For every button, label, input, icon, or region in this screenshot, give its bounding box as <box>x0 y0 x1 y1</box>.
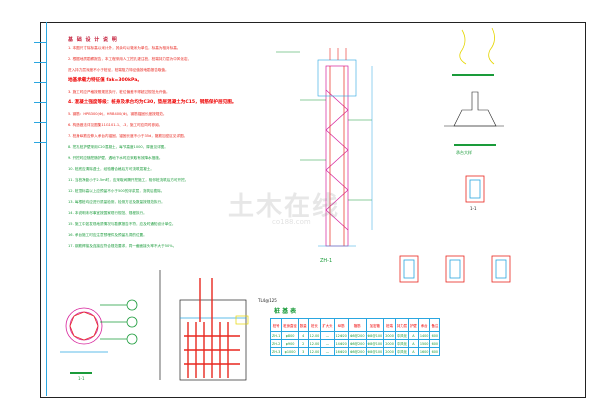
notes-title: 基 础 设 计 说 明 <box>68 37 118 43</box>
table-cell: 12.00 <box>307 331 322 340</box>
table-cell: 2000 <box>383 331 396 340</box>
table-cell: 12.00 <box>307 347 322 356</box>
table-cell: 600 <box>429 339 441 348</box>
table-header-row: 桩号桩身直径数量桩长扩大头纵筋箍筋加密箍桩端持力层护壁承台备注 <box>269 318 441 332</box>
pile-ring-section <box>60 299 138 353</box>
table-cell: — <box>320 347 335 356</box>
table-cell: 600 <box>429 347 441 356</box>
note-line: 9. 开挖时应随挖随护壁，遇地下水时应采取有效降水措施。 <box>68 156 163 160</box>
note-line: 4. 混凝土强度等级：桩身及承台均为C30，垫层混凝土为C15，钢筋保护层见图。 <box>68 100 237 105</box>
table-cell: 16Φ20 <box>333 347 349 356</box>
section-3 <box>445 255 465 283</box>
table-cell: 中风化 <box>394 331 410 340</box>
note-line: 10. 桩底应清除虚土，经验槽合格后方可浇筑混凝土。 <box>68 167 154 171</box>
table-cell: A <box>408 339 419 348</box>
table-cell: Φ8@100 <box>365 331 385 340</box>
note-line: 进入持力层深度不小于桩径，桩端阻力特征值按地勘报告取值。 <box>68 68 169 72</box>
section-4 <box>491 255 511 283</box>
table-cell: — <box>320 331 335 340</box>
pile-cap-detail <box>159 270 249 381</box>
cap-label: TL4@125 <box>258 298 277 303</box>
section-2 <box>399 255 419 283</box>
note-line: 17. 钢筋焊接及连接应符合规范要求，同一截面接头率不大于50%。 <box>68 244 177 248</box>
table-cell: 2 <box>297 339 309 348</box>
note-line: 5. 钢筋：HPB300(Φ)，HRB400(Φ)，钢筋锚固长度按规范。 <box>68 112 167 116</box>
table-header-cell: 备注 <box>429 318 441 332</box>
table-cell: 600 <box>429 331 441 340</box>
table-cell: ZH-3 <box>269 347 283 356</box>
table-cell: ZH-2 <box>269 339 283 348</box>
pile-tip-sketch <box>459 27 495 65</box>
note-line: 12. 桩顶标高以上应预留不小于500的浮浆层，浇筑后凿除。 <box>68 189 165 193</box>
table-cell: 中风化 <box>394 339 410 348</box>
pile-table-title: 桩 基 表 <box>274 308 297 315</box>
table-header-cell: 桩长 <box>307 318 322 332</box>
table-header-cell: 桩端 <box>383 318 396 332</box>
note-line: 13. 每根桩均应进行质量检测，检测方法及数量按规范执行。 <box>68 200 165 204</box>
note-line: 7. 桩身纵筋应伸入承台内锚固，锚固长度不小于35d，箍筋加密区见详图。 <box>68 134 188 138</box>
table-cell: φ1000 <box>281 347 299 356</box>
pile-elevation <box>325 65 349 247</box>
ring-label: 1-1 <box>78 376 85 381</box>
table-cell: A <box>408 347 419 356</box>
note-line: 14. 本说明未尽事宜按国家现行规范、规程执行。 <box>68 211 147 215</box>
pile-bottom-detail <box>444 91 504 127</box>
section-label: 1-1 <box>470 206 477 211</box>
table-header-cell: 加密箍 <box>365 318 385 332</box>
section-1 <box>465 175 485 203</box>
elevation-title: ZH-1 <box>320 258 333 264</box>
table-header-cell: 扩大头 <box>320 318 335 332</box>
table-cell: Φ8@200 <box>347 331 367 340</box>
note-line: 16. 承台施工时应注意预埋件及预留孔洞的位置。 <box>68 233 147 237</box>
note-line: 6. 构造做法详见图集11G101-1、-3，施工时应同时参阅。 <box>68 123 163 127</box>
table-header-cell: 数量 <box>297 318 309 332</box>
table-cell: ZH-1 <box>269 331 283 340</box>
title-block-strip <box>34 22 47 396</box>
table-cell: 12Φ20 <box>333 331 349 340</box>
pile-head <box>317 48 357 97</box>
watermark-sub: co188.com <box>272 218 311 226</box>
note-line: 3. 施工时应严格按照规范执行，桩位偏差不得超过规范允许值。 <box>68 90 170 94</box>
table-header-cell: 箍筋 <box>347 318 367 332</box>
table-cell: 3 <box>297 347 309 356</box>
detail-title: 承台大样 <box>456 150 472 155</box>
table-cell: 12.00 <box>307 339 322 348</box>
note-line: 11. 当桩净距小于2.5m时，应采取间隔开挖施工，相邻桩浇筑后方可开挖。 <box>68 178 189 182</box>
note-line: 2. 根据地质勘察报告，本工程采用人工挖孔灌注桩，桩端持力层为中风化岩， <box>68 57 192 61</box>
table-header-cell: 护壁 <box>408 318 419 332</box>
table-cell: 1600 <box>417 347 431 356</box>
table-cell: φ800 <box>281 331 299 340</box>
table-header-cell: 桩号 <box>269 318 283 332</box>
note-line: 1. 本图尺寸除标高以米计外，其余均以毫米为单位，标高为相对标高。 <box>68 46 181 50</box>
table-cell: Φ8@200 <box>347 339 367 348</box>
table-header-cell: 承台 <box>417 318 431 332</box>
note-line: 15. 施工中如发现地质情况与勘察报告不符，应及时通知设计单位。 <box>68 222 176 226</box>
table-header-cell: 纵筋 <box>333 318 349 332</box>
table-cell: Φ8@100 <box>365 347 385 356</box>
table-cell: 4 <box>297 331 309 340</box>
table-cell: φ900 <box>281 339 299 348</box>
table-cell: 14Φ20 <box>333 339 349 348</box>
table-cell: 中风化 <box>394 347 410 356</box>
drawing-frame <box>40 22 586 398</box>
table-cell: 2000 <box>383 347 396 356</box>
table-cell: — <box>320 339 335 348</box>
table-header-cell: 桩身直径 <box>281 318 299 332</box>
watermark: 土木在线 <box>228 192 341 222</box>
table-header-cell: 持力层 <box>394 318 410 332</box>
table-cell: A <box>408 331 419 340</box>
table-cell: Φ8@200 <box>347 347 367 356</box>
table-cell: 1500 <box>417 339 431 348</box>
table-cell: 2000 <box>383 339 396 348</box>
note-line: 地基承载力特征值 fak=300kPa。 <box>68 78 142 83</box>
table-cell: 1400 <box>417 331 431 340</box>
note-line: 8. 挖孔桩护壁采用C20混凝土，每节高度1000，厚度见详图。 <box>68 145 168 149</box>
table-cell: Φ8@100 <box>365 339 385 348</box>
